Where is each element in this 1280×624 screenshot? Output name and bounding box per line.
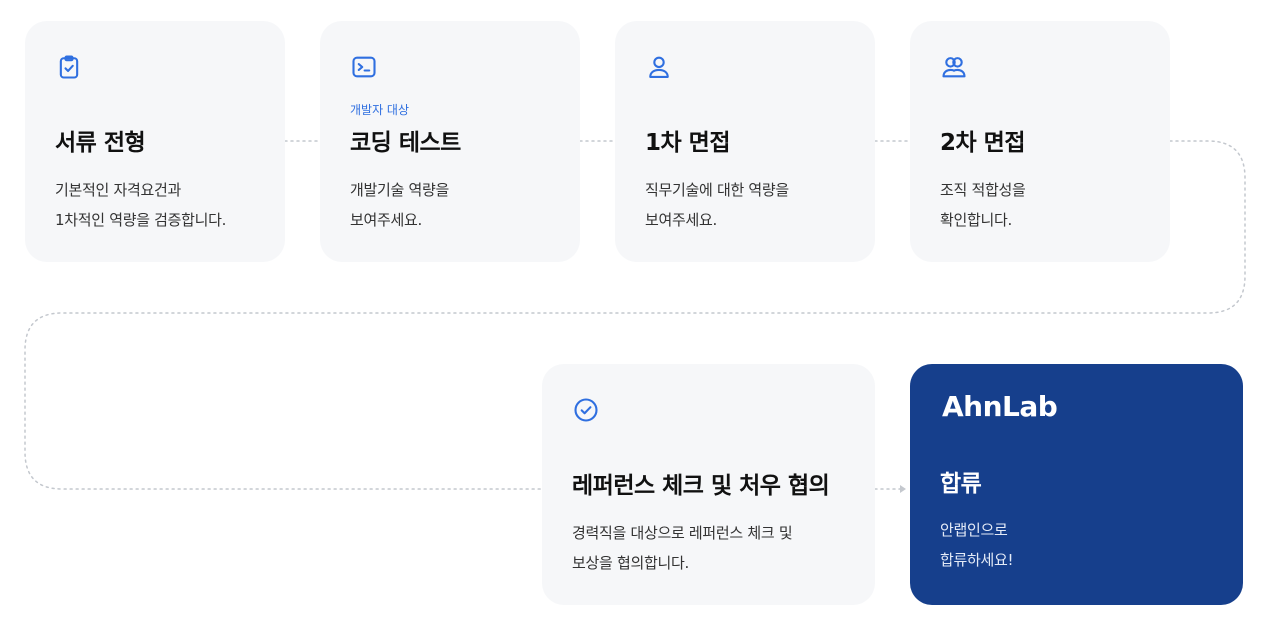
user-icon (645, 53, 673, 81)
connector-arrowhead (900, 485, 906, 493)
step-description-line: 보상을 협의합니다. (572, 554, 689, 572)
step-description-line: 합류하세요! (940, 551, 1014, 569)
step-tag: 개발자 대상 (350, 103, 410, 117)
step-title: 합류 (940, 471, 982, 497)
step-description-line: 기본적인 자격요건과 (55, 181, 181, 199)
step-card-reference-check: 레퍼런스 체크 및 처우 협의 경력직을 대상으로 레퍼런스 체크 및 보상을 … (542, 364, 875, 605)
users-icon (940, 53, 968, 81)
check-circle-icon (572, 396, 600, 424)
step-title: 1차 면접 (645, 130, 731, 156)
step-description-line: 직무기술에 대한 역량을 (645, 181, 789, 199)
step-card-first-interview: 1차 면접 직무기술에 대한 역량을 보여주세요. (615, 21, 875, 262)
step-description-line: 경력직을 대상으로 레퍼런스 체크 및 (572, 524, 793, 542)
step-description-line: 보여주세요. (645, 211, 717, 229)
step-description-line: 확인합니다. (940, 211, 1012, 229)
step-description-line: 1차적인 역량을 검증합니다. (55, 211, 227, 229)
step-title: 2차 면접 (940, 130, 1026, 156)
terminal-icon (350, 53, 378, 81)
step-description: 경력직을 대상으로 레퍼런스 체크 및 보상을 협의합니다. (572, 518, 793, 578)
step-description: 기본적인 자격요건과 1차적인 역량을 검증합니다. (55, 175, 226, 235)
step-card-join: AhnLab 합류 안랩인으로 합류하세요! (910, 364, 1243, 605)
step-title: 코딩 테스트 (350, 130, 461, 156)
step-card-coding-test: 개발자 대상 코딩 테스트 개발기술 역량을 보여주세요. (320, 21, 580, 262)
step-title: 레퍼런스 체크 및 처우 협의 (572, 473, 830, 499)
step-card-document-screening: 서류 전형 기본적인 자격요건과 1차적인 역량을 검증합니다. (25, 21, 285, 262)
connector-4-5 (24, 140, 1246, 490)
step-description: 안랩인으로 합류하세요! (940, 515, 1014, 575)
step-description-line: 조직 적합성을 (940, 181, 1026, 199)
step-description: 개발기술 역량을 보여주세요. (350, 175, 449, 235)
step-description: 조직 적합성을 확인합니다. (940, 175, 1026, 235)
clipboard-check-icon (55, 53, 83, 81)
step-description: 직무기술에 대한 역량을 보여주세요. (645, 175, 789, 235)
step-description-line: 보여주세요. (350, 211, 422, 229)
ahnlab-logo: AhnLab (942, 390, 1058, 423)
step-description-line: 개발기술 역량을 (350, 181, 449, 199)
step-description-line: 안랩인으로 (940, 521, 1008, 539)
step-card-second-interview: 2차 면접 조직 적합성을 확인합니다. (910, 21, 1170, 262)
step-title: 서류 전형 (55, 130, 146, 156)
